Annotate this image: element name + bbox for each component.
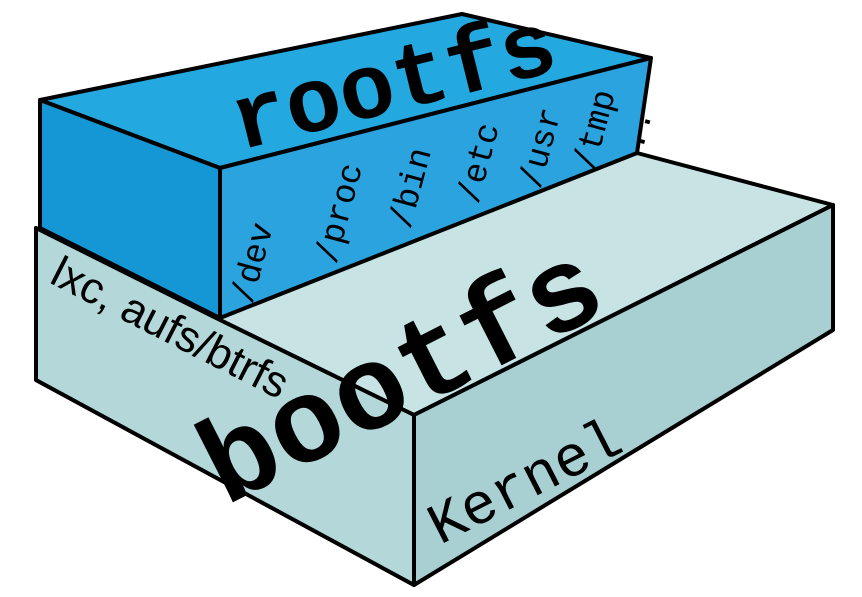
rootfs-directory-list: /dev /proc /bin /etc /usr /tmp .. [226, 86, 663, 308]
bootfs-block: bootfs lxc, aufs/btrfs Kernel [34, 151, 835, 587]
rootfs-front-face [218, 56, 653, 320]
rootfs-block: rootfs /dev /proc /bin /etc /usr /tmp .. [38, 0, 663, 320]
